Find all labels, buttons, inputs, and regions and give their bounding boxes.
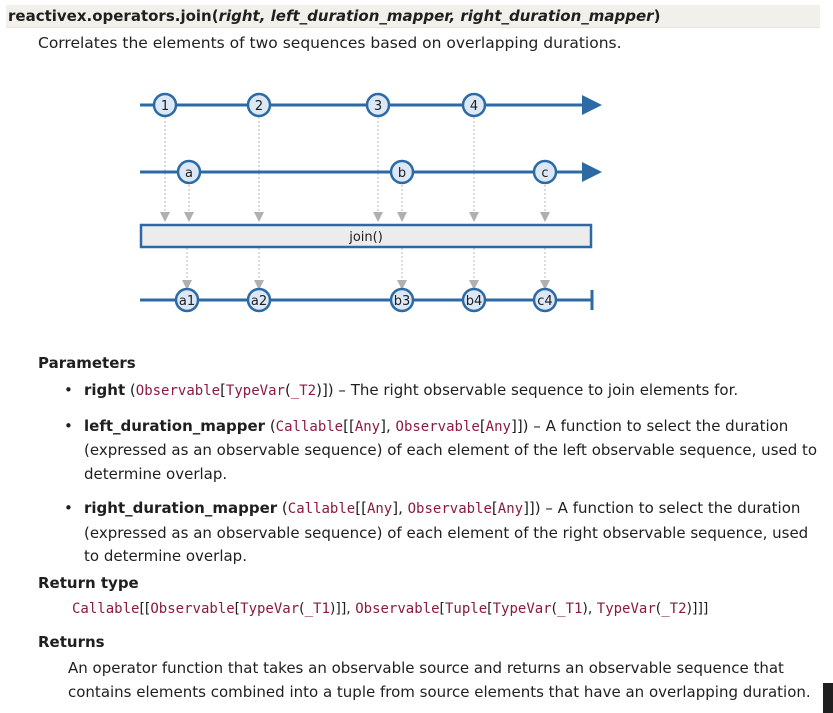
- marble-a2: a2: [246, 287, 272, 313]
- param-name: left_duration_mapper: [84, 416, 266, 435]
- connector-lines: [164, 117, 546, 286]
- param-right: right (Observable[TypeVar(_T2)]) – The r…: [62, 379, 822, 404]
- marble-label: a2: [251, 294, 267, 309]
- function-params: right, left_duration_mapper, right_durat…: [218, 7, 654, 25]
- marble-2: 2: [246, 92, 272, 118]
- marble-c: c: [532, 159, 558, 185]
- type-link[interactable]: Observable: [135, 383, 221, 399]
- connector-arrowheads: [160, 212, 550, 290]
- timeline-arrow-icon: [582, 95, 602, 115]
- timeline-left-source: 1 2 3 4: [140, 92, 602, 118]
- param-description: – A function to select the duration (exp…: [84, 499, 809, 565]
- param-name: right: [84, 381, 126, 399]
- returns-heading: Returns: [38, 633, 105, 651]
- type-link[interactable]: Callable: [287, 501, 356, 517]
- parameters-heading: Parameters: [38, 354, 136, 372]
- param-left-duration-mapper: left_duration_mapper (Callable[[Any], Ob…: [62, 415, 822, 487]
- param-right-duration-mapper: right_duration_mapper (Callable[[Any], O…: [62, 497, 822, 569]
- marble-a: a: [176, 159, 202, 185]
- function-signature: reactivex.operators.join(right, left_dur…: [6, 5, 820, 28]
- marble-label: a1: [179, 294, 195, 309]
- marble-a1: a1: [174, 287, 200, 313]
- marble-label: c: [541, 166, 548, 181]
- marble-1: 1: [152, 92, 178, 118]
- signature-close: ): [653, 7, 661, 25]
- marble-c4: c4: [532, 287, 558, 313]
- marble-3: 3: [365, 92, 391, 118]
- marble-diagram: 1 2 3 4 a b c join() a1 a2 b3 b4 c4: [139, 92, 602, 313]
- marble-b4: b4: [461, 287, 487, 313]
- param-description: – The right observable sequence to join …: [338, 381, 739, 399]
- marble-label: 1: [161, 99, 169, 114]
- operator-label: join(): [348, 230, 383, 245]
- param-name: right_duration_mapper: [84, 499, 278, 517]
- type-link[interactable]: Observable: [395, 418, 480, 435]
- marble-label: b3: [394, 294, 411, 309]
- marble-b3: b3: [389, 287, 415, 313]
- timeline-arrow-icon: [582, 162, 602, 182]
- operator-box: join(): [139, 223, 593, 249]
- timeline-output: a1 a2 b3 b4 c4: [140, 287, 594, 313]
- marble-label: 4: [470, 99, 478, 114]
- return-type-heading: Return type: [38, 574, 139, 592]
- marble-label: 2: [255, 99, 263, 114]
- param-description: – A function to select the duration (exp…: [84, 416, 818, 483]
- marble-label: c4: [537, 294, 552, 309]
- marble-b: b: [389, 159, 415, 185]
- marble-label: b: [398, 166, 406, 181]
- type-link[interactable]: Observable: [355, 601, 440, 617]
- timeline-right-source: a b c: [140, 159, 602, 185]
- return-type-value: Callable[[Observable[TypeVar(_T1)]], Obs…: [72, 601, 709, 617]
- marble-4: 4: [461, 92, 487, 118]
- type-link[interactable]: Observable: [150, 601, 235, 617]
- type-link[interactable]: Observable: [407, 501, 492, 517]
- function-summary: Correlates the elements of two sequences…: [38, 34, 622, 52]
- marble-label: b4: [466, 294, 483, 309]
- marble-label: 3: [374, 99, 382, 114]
- scroll-to-top-button[interactable]: [823, 683, 833, 713]
- type-link[interactable]: Callable: [275, 418, 344, 435]
- returns-description: An operator function that takes an obser…: [68, 659, 811, 701]
- marble-label: a: [185, 166, 193, 181]
- type-link[interactable]: TypeVar: [225, 383, 285, 399]
- function-name: reactivex.operators.join(: [8, 7, 219, 25]
- parameters-list: right (Observable[TypeVar(_T2)]) – The r…: [62, 379, 822, 580]
- type-link[interactable]: Callable: [72, 601, 140, 617]
